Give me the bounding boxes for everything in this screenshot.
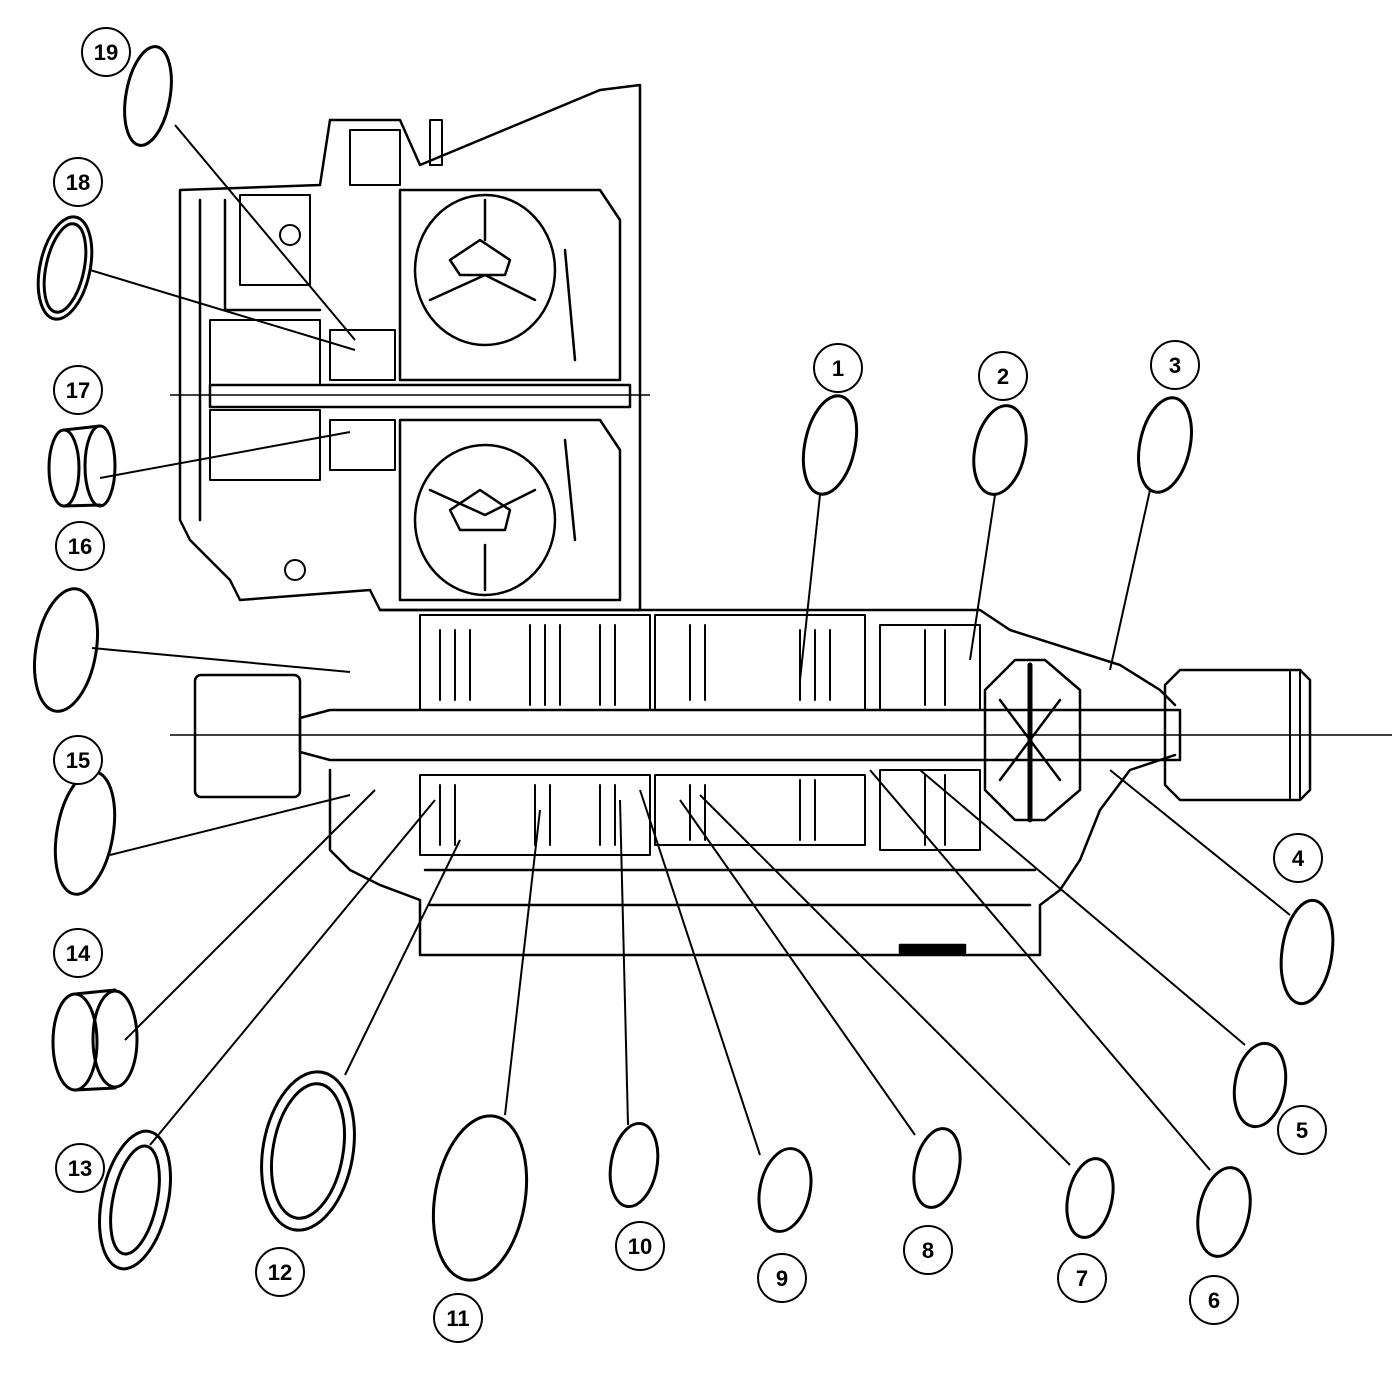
- callout-circle: [903, 1225, 953, 1275]
- callout-circle: [55, 1143, 105, 1193]
- thrust-bearing-13: [98, 1129, 172, 1271]
- callout-4: 4: [1273, 833, 1323, 883]
- differential: [983, 658, 1082, 823]
- callout-1: 1: [813, 343, 863, 393]
- callout-11: 11: [433, 1293, 483, 1343]
- callout-label: 17: [66, 378, 90, 403]
- washer-2: [972, 404, 1028, 496]
- callout-circle: [615, 1221, 665, 1271]
- callout-16: 16: [55, 521, 105, 571]
- callout-3: 3: [1150, 340, 1200, 390]
- callout-circle: [813, 343, 863, 393]
- torque-converter: [398, 188, 622, 602]
- thrust-washer-18: [36, 215, 94, 321]
- callout-label: 16: [68, 534, 92, 559]
- thrust-washer-12: [260, 1070, 356, 1232]
- callout-6: 6: [1189, 1275, 1239, 1325]
- callout-circle: [1057, 1253, 1107, 1303]
- callout-circle: [1277, 1105, 1327, 1155]
- callout-circle: [53, 157, 103, 207]
- callout-circle: [53, 365, 103, 415]
- callout-10: 10: [615, 1221, 665, 1271]
- callout-13: 13: [55, 1143, 105, 1193]
- washer-4: [1279, 898, 1335, 1006]
- callout-label: 10: [628, 1234, 652, 1259]
- snap-ring-11: [431, 1114, 529, 1282]
- input-shaft: [170, 383, 650, 409]
- callout-label: 3: [1169, 353, 1181, 378]
- callout-label: 5: [1296, 1118, 1308, 1143]
- callout-label: 6: [1208, 1288, 1220, 1313]
- leader-lines: [89, 124, 1291, 1171]
- callout-circle: [255, 1247, 305, 1297]
- callout-label: 18: [66, 170, 90, 195]
- callout-label: 14: [66, 941, 91, 966]
- callout-circle: [757, 1253, 807, 1303]
- callout-18: 18: [53, 157, 103, 207]
- callout-19: 19: [81, 27, 131, 77]
- washer-7: [1065, 1157, 1115, 1239]
- washer-5: [1232, 1041, 1288, 1129]
- callout-7: 7: [1057, 1253, 1107, 1303]
- callout-circle: [1189, 1275, 1239, 1325]
- callout-circle: [978, 351, 1028, 401]
- output-shaft: [170, 668, 1392, 802]
- callout-label: 8: [922, 1238, 934, 1263]
- callout-5: 5: [1277, 1105, 1327, 1155]
- callout-label: 13: [68, 1156, 92, 1181]
- bearing-9: [757, 1147, 813, 1233]
- callout-circle: [1273, 833, 1323, 883]
- callout-label: 12: [268, 1260, 292, 1285]
- callout-label: 11: [446, 1306, 469, 1331]
- callout-label: 7: [1076, 1266, 1088, 1291]
- callout-circle: [55, 521, 105, 571]
- callout-label: 4: [1292, 846, 1305, 871]
- callout-circle: [53, 928, 103, 978]
- callout-9: 9: [757, 1253, 807, 1303]
- callout-label: 9: [776, 1266, 788, 1291]
- needle-bearing-17: [47, 424, 117, 508]
- callout-label: 15: [66, 748, 90, 773]
- exploded-parts: [33, 45, 1335, 1282]
- callout-circle: [81, 27, 131, 77]
- snap-ring-19: [123, 45, 173, 147]
- callout-circle: [433, 1293, 483, 1343]
- needle-bearing-14: [51, 988, 139, 1092]
- bearing-3: [1137, 396, 1193, 494]
- callout-label: 2: [997, 364, 1009, 389]
- callout-12: 12: [255, 1247, 305, 1297]
- callout-label: 19: [94, 40, 118, 65]
- callout-14: 14: [53, 928, 103, 978]
- washer-1: [801, 394, 859, 496]
- snap-ring-16: [33, 587, 99, 713]
- callout-2: 2: [978, 351, 1028, 401]
- callout-17: 17: [53, 365, 103, 415]
- washer-10: [608, 1121, 660, 1209]
- callout-circle: [1150, 340, 1200, 390]
- callout-15: 15: [53, 735, 103, 785]
- bearing-8: [912, 1127, 962, 1209]
- snap-ring-15: [53, 770, 117, 896]
- callout-8: 8: [903, 1225, 953, 1275]
- callout-circle: [53, 735, 103, 785]
- bearing-6: [1196, 1166, 1252, 1258]
- transmission-case: [178, 83, 1177, 957]
- callout-label: 1: [832, 356, 844, 381]
